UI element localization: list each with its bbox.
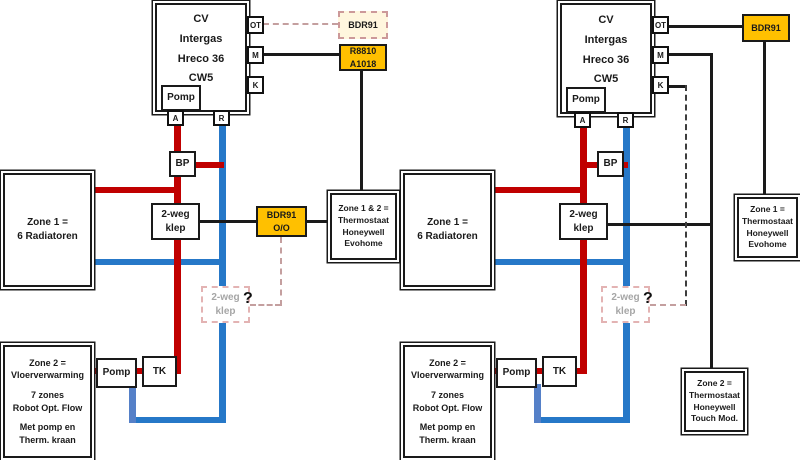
- wire-valve-to-bdr91oo: [200, 220, 256, 223]
- valve-2weg-left: 2-weg klep: [151, 203, 200, 240]
- zone1-box-left: Zone 1 = 6 Radiatoren: [3, 173, 92, 287]
- pipe-return-zone1-left: [91, 259, 226, 265]
- port-k-right: K: [652, 76, 669, 94]
- port-return-right: R: [617, 112, 634, 128]
- wire-valve-right: [608, 223, 712, 226]
- pipe-supply-zone1-left: [91, 187, 181, 193]
- pump-zone2-left: Pomp: [96, 358, 137, 388]
- pipe-supply-zone2-right: [491, 368, 587, 374]
- pipe-bypass-left: [176, 162, 224, 168]
- wire-m-right: [668, 53, 712, 56]
- wire-k-to-valve2-planned-right: [685, 85, 687, 306]
- pipe-return-manifold-right: [534, 384, 541, 423]
- wire-bdr91oo-to-valve2-planned-v: [280, 237, 282, 306]
- bypass-left: BP: [169, 151, 196, 177]
- pipe-return-manifold-left: [129, 384, 136, 423]
- boiler-pump-left: Pomp: [161, 85, 201, 111]
- bdr91-planned-module: BDR91: [338, 11, 388, 39]
- bdr91-module-right: BDR91: [742, 14, 790, 42]
- thermostat-zone1-right: Zone 1 = Thermostaat Honeywell Evohome: [737, 197, 798, 258]
- wire-k-stub-right: [668, 85, 686, 88]
- wire-r8810-to-thermostat: [360, 70, 363, 193]
- wire-valve2-planned-h-right: [650, 304, 686, 306]
- pipe-return-main-right: [623, 126, 630, 423]
- pipe-return-bottom-left: [129, 417, 226, 423]
- port-supply-left: A: [167, 110, 184, 126]
- pipe-supply-zone1-right: [491, 187, 587, 193]
- boiler-left-label: CV Intergas Hreco 36 CW5: [177, 12, 225, 85]
- bdr91-oo-module: BDR91 O/O: [256, 206, 307, 237]
- zone2-box-right: Zone 2 = Vloerverwarming 7 zones Robot O…: [403, 345, 492, 458]
- pipe-supply-main-left: [174, 124, 181, 374]
- pipe-return-bottom-right: [534, 417, 630, 423]
- wire-bdr91-to-thermostat1-right: [763, 42, 766, 198]
- port-k-left: K: [247, 76, 264, 94]
- port-m-right: M: [652, 46, 669, 64]
- pipe-return-zone1-right: [491, 259, 630, 265]
- valve-2weg-planned-right: 2-weg klep: [601, 286, 650, 323]
- valve-2weg-right: 2-weg klep: [559, 203, 608, 240]
- port-ot-left: OT: [247, 16, 264, 34]
- port-m-left: M: [247, 46, 264, 64]
- thermostat-zone2-right: Zone 2 = Thermostaat Honeywell Touch Mod…: [684, 371, 745, 432]
- wire-ot-to-bdr91-right: [668, 25, 742, 28]
- wire-m-to-thermostat2-right: [710, 53, 713, 372]
- wire-bdr91oo-to-valve2-planned-h: [250, 304, 281, 306]
- question-mark-right: ?: [643, 290, 653, 307]
- wire-m-to-r8810: [263, 53, 340, 56]
- pump-zone2-right: Pomp: [496, 358, 537, 388]
- tk-valve-right: TK: [542, 356, 577, 387]
- zone2-box-left: Zone 2 = Vloerverwarming 7 zones Robot O…: [3, 345, 92, 458]
- wire-ot-to-bdr91-planned: [263, 23, 338, 25]
- boiler-right-label: CV Intergas Hreco 36 CW5: [582, 13, 630, 86]
- pipe-return-main-left: [219, 124, 226, 423]
- tk-valve-left: TK: [142, 356, 177, 387]
- boiler-left: CV Intergas Hreco 36 CW5: [155, 3, 247, 112]
- pipe-supply-main-right: [580, 126, 587, 374]
- boiler-pump-right: Pomp: [566, 87, 606, 113]
- port-supply-right: A: [574, 112, 591, 128]
- question-mark-left: ?: [243, 290, 253, 307]
- r8810-module: R8810 A1018: [339, 44, 387, 71]
- port-ot-right: OT: [652, 16, 669, 34]
- bypass-right: BP: [597, 151, 624, 177]
- port-return-left: R: [213, 110, 230, 126]
- zone1-box-right: Zone 1 = 6 Radiatoren: [403, 173, 492, 287]
- wire-bdr91oo-to-thermostat: [307, 220, 330, 223]
- thermostat-box-left: Zone 1 & 2 = Thermostaat Honeywell Evoho…: [330, 193, 397, 260]
- valve-2weg-planned-left: 2-weg klep: [201, 286, 250, 323]
